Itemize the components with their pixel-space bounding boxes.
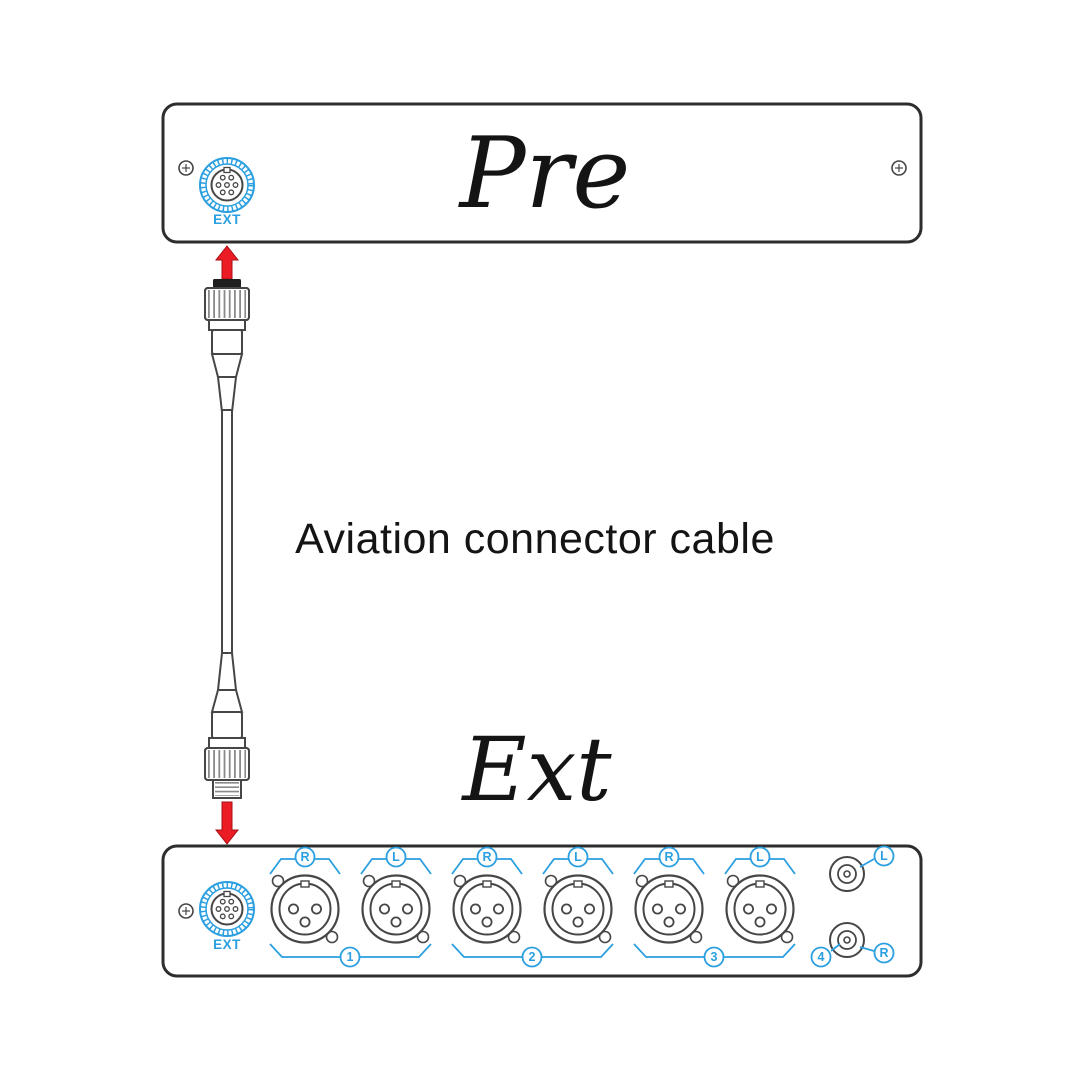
group-label: 1 [269,943,432,968]
group-number-badge [810,946,832,968]
channel-badge-label: L [574,850,582,864]
channel-label: R [451,846,523,875]
xlr-connector-3-r [634,874,704,944]
rca-bracket [859,946,875,952]
plug-tip-seal [213,279,241,288]
cable-label: Aviation connector cable [295,515,775,563]
channel-label: R [269,846,341,875]
group-number-badge [703,946,725,968]
pre-panel-outline [161,102,923,244]
group-label: 2 [451,943,614,968]
group-number-label: 4 [818,950,825,964]
rca-jack-l [829,856,865,892]
xlr-connector-2-r [452,874,522,944]
channel-label: R [633,846,705,875]
rca-bracket [859,858,875,868]
rca-jack-r [829,922,865,958]
channel-badge-label: R [300,850,309,864]
channel-label: L [724,846,796,875]
group-number-label: 1 [347,950,354,964]
ext-panel-title: Ext [460,718,612,821]
plug-body [211,711,243,739]
plug-knurl-nut [204,287,250,321]
channel-badge [658,846,680,868]
channel-badge [873,845,895,867]
group-number-badge [521,946,543,968]
xlr-connector-1-r [270,874,340,944]
down-arrow-icon [214,801,240,845]
channel-badge-label: R [482,850,491,864]
xlr-connector-2-l [543,874,613,944]
channel-badge-label: L [880,849,888,863]
cable-plug-bottom [204,652,250,799]
xlr-connector-3-l [725,874,795,944]
plug-strain-relief [216,376,238,413]
group-label: 3 [633,943,796,968]
channel-badge [567,846,589,868]
up-arrow-icon [214,245,240,280]
channel-badge-label: L [756,850,764,864]
plug-taper [210,689,244,713]
rca-label-r: R [859,942,895,964]
plug-knurl-nut [204,747,250,781]
channel-badge [476,846,498,868]
ext-panel: EXT R L R L R [161,844,923,978]
aviation-cable: Aviation connector cable [204,245,775,845]
cable-tube [221,409,233,656]
plug-strain-relief [216,652,238,691]
ext-port-label: EXT [213,212,241,227]
channel-label: L [542,846,614,875]
screw-icon [178,160,194,176]
group-number-badge [339,946,361,968]
channel-badge [749,846,771,868]
channel-badge [873,942,895,964]
pre-panel-title: Pre [458,117,631,231]
channel-label: L [360,846,432,875]
plug-taper [210,353,244,378]
plug-collar [208,319,246,331]
group-number-label: 2 [529,950,536,964]
plug-thread-outline [212,779,242,799]
screw-icon [891,160,907,176]
rca-label-l: L [859,845,895,868]
ext-port-label: EXT [213,937,241,952]
channel-badge-label: R [664,850,673,864]
channel-badge-label: R [879,946,888,960]
rca-group-label: 4 [810,943,841,968]
channel-badge [294,846,316,868]
plug-collar [208,737,246,749]
channel-badge-label: L [392,850,400,864]
plug-body [211,329,243,355]
channel-badge [385,846,407,868]
screw-icon [178,903,194,919]
group-bracket [830,943,841,952]
pre-panel: EXT Pre [161,102,923,244]
cable-plug-top [204,279,250,413]
group-number-label: 3 [711,950,718,964]
xlr-connector-1-l [361,874,431,944]
